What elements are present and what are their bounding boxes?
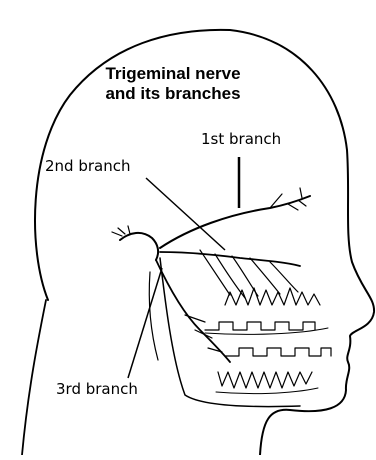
label-second-branch: 2nd branch: [45, 157, 130, 175]
label-third-branch: 3rd branch: [56, 380, 138, 398]
neck-outline: [22, 300, 46, 455]
upper-molars: [205, 322, 315, 330]
lower-molars: [225, 348, 331, 356]
nerve-ganglion: [120, 233, 158, 260]
leader-third: [128, 268, 162, 378]
jaw-line: [160, 258, 300, 407]
leader-second: [146, 178, 225, 250]
upper-gum: [205, 328, 328, 334]
label-first-branch: 1st branch: [201, 130, 281, 148]
nerve-second-branch: [160, 252, 300, 266]
title-line-2: and its branches: [68, 84, 278, 104]
lower-teeth: [218, 372, 312, 388]
lower-gum: [216, 388, 318, 394]
title-line-1: Trigeminal nerve: [68, 64, 278, 84]
